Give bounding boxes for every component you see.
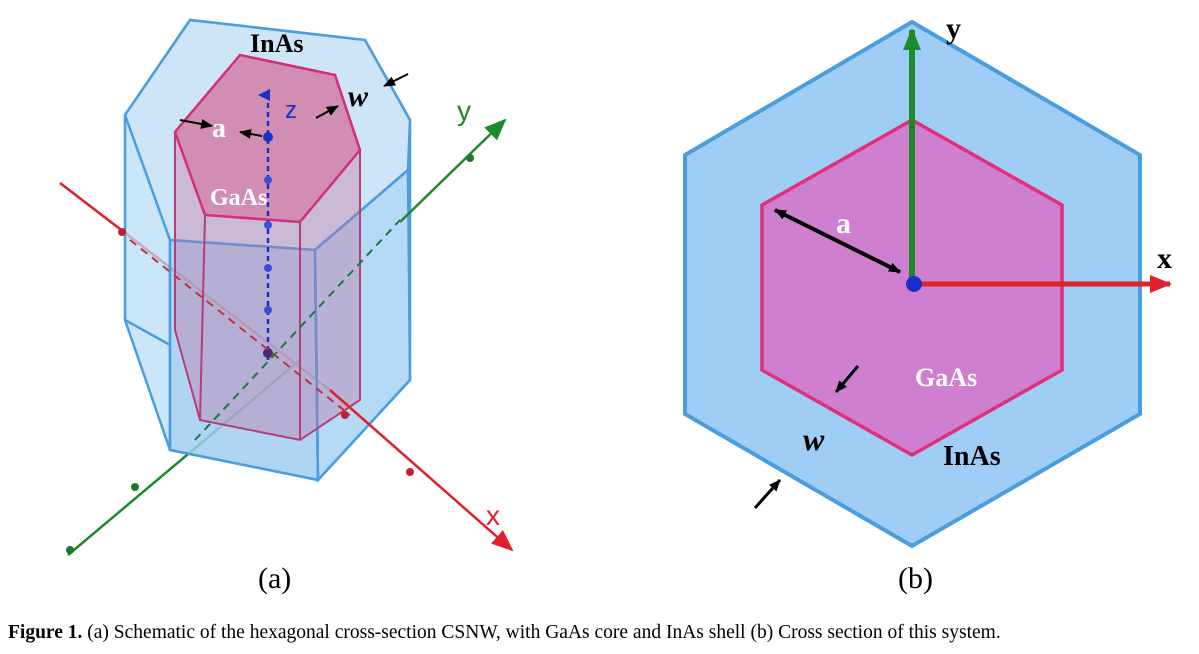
core-label-a: GaAs [210, 185, 267, 211]
w-arrow-outer [753, 479, 782, 509]
y-axis-tick [131, 483, 139, 491]
x-axis-front-line [329, 389, 514, 552]
x-axis-inner-dashed [129, 239, 351, 416]
x-axis-label-a: x [486, 500, 500, 531]
z-axis-label: z [285, 97, 297, 124]
x-axis-tick [406, 468, 414, 476]
y-axis-tick [66, 546, 74, 554]
shell-right-face [313, 167, 412, 484]
y-axis-label-a: y [457, 95, 471, 126]
a-dimension-arrow [239, 129, 263, 139]
figure-label: Figure 1. [8, 622, 83, 643]
a-label-a: a [212, 113, 226, 144]
panel-b-tag: (b) [898, 562, 933, 595]
caption-text: (a) Schematic of the hexagonal cross-sec… [82, 622, 1001, 643]
y-axis-tick [466, 154, 474, 162]
shell-label-b: InAs [943, 441, 1001, 472]
figure-caption: Figure 1. (a) Schematic of the hexagonal… [8, 622, 1193, 644]
x-axis-tick [341, 411, 349, 419]
z-axis-point [264, 176, 272, 184]
panel-a-schematic: InAs GaAs a w z y x (a) [59, 18, 514, 595]
x-axis-label-b: x [1157, 242, 1172, 275]
w-label-a: w [348, 80, 369, 113]
z-axis-point [264, 221, 272, 229]
w-label-b: w [803, 421, 825, 457]
panel-a-tag: (a) [258, 562, 291, 595]
panel-b-cross-section: a GaAs InAs w y x (b) [683, 12, 1172, 595]
y-axis-label-b: y [946, 12, 961, 45]
shell-label-a: InAs [250, 29, 303, 58]
core-label-b: GaAs [915, 363, 977, 392]
w-arrow-inner [834, 365, 860, 393]
y-axis-front-line [399, 118, 507, 223]
w-dimension-arrow [315, 105, 339, 119]
w-dimension-arrow [383, 73, 409, 87]
origin-point [263, 348, 273, 358]
a-label-b: a [836, 207, 851, 240]
origin-point-b [906, 276, 922, 292]
x-axis-tick [118, 228, 126, 236]
z-axis-point [264, 306, 272, 314]
z-axis-point [264, 264, 272, 272]
shell-edge [124, 318, 171, 347]
z-axis-point [263, 132, 273, 142]
a-dimension-arrow-b [774, 208, 901, 274]
a-dimension-arrow [179, 119, 213, 129]
core-edge [199, 214, 206, 421]
